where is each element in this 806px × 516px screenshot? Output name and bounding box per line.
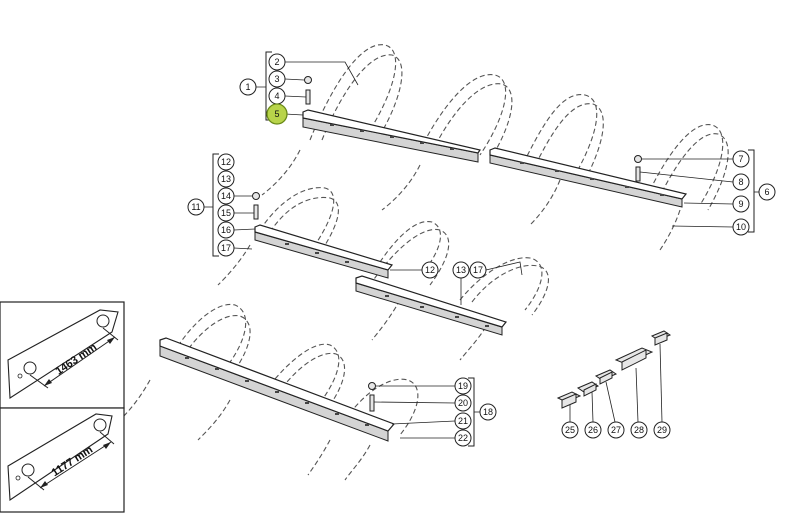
callout-15[interactable]: 15 [217, 204, 235, 222]
part-25 [556, 391, 582, 409]
nut-bolt-middle-left [252, 192, 260, 220]
callout-12[interactable]: 12 [217, 153, 235, 171]
callout-5-highlighted[interactable]: 5 [266, 103, 288, 125]
callout-16[interactable]: 16 [217, 221, 235, 239]
callout-27[interactable]: 27 [607, 421, 625, 439]
callout-17[interactable]: 17 [217, 239, 235, 257]
part-29 [650, 330, 672, 346]
svg-text:27: 27 [611, 425, 621, 435]
tine-bar-top-right [489, 147, 688, 208]
svg-text:14: 14 [221, 191, 231, 201]
svg-text:19: 19 [458, 381, 468, 391]
svg-text:17: 17 [221, 243, 231, 253]
tine-bar-middle-left [254, 224, 394, 279]
callout-13[interactable]: 13 [217, 170, 235, 188]
callout-7[interactable]: 7 [732, 150, 750, 168]
svg-text:7: 7 [738, 154, 743, 164]
callout-3[interactable]: 3 [268, 70, 286, 88]
svg-text:8: 8 [738, 177, 743, 187]
svg-text:13: 13 [221, 174, 231, 184]
svg-text:28: 28 [634, 425, 644, 435]
svg-text:12: 12 [221, 157, 231, 167]
callout-29[interactable]: 29 [653, 421, 671, 439]
callout-13-right[interactable]: 13 [452, 261, 470, 279]
nut-bolt-bottom [368, 382, 376, 412]
svg-text:12: 12 [425, 265, 435, 275]
svg-text:20: 20 [458, 398, 468, 408]
dimension-panel-short: 1177 mm [0, 407, 125, 513]
part-26 [576, 381, 600, 397]
svg-text:1: 1 [245, 82, 250, 92]
callout-14[interactable]: 14 [217, 187, 235, 205]
callout-8[interactable]: 8 [732, 173, 750, 191]
spring-tines [119, 44, 729, 481]
callout-25[interactable]: 25 [561, 421, 579, 439]
callout-21[interactable]: 21 [454, 412, 472, 430]
svg-text:18: 18 [483, 407, 493, 417]
part-27 [594, 369, 618, 385]
svg-text:6: 6 [764, 187, 769, 197]
dimension-panel-long: 1463 mm [0, 301, 125, 409]
callout-6[interactable]: 6 [758, 183, 776, 201]
tine-bar-middle-right [355, 275, 508, 336]
tine-bar-top-left [302, 109, 481, 163]
callout-2[interactable]: 2 [268, 53, 286, 71]
part-28 [614, 347, 654, 371]
svg-text:9: 9 [738, 199, 743, 209]
svg-text:11: 11 [191, 202, 200, 212]
callout-4[interactable]: 4 [268, 87, 286, 105]
svg-text:10: 10 [736, 222, 746, 232]
callout-19[interactable]: 19 [454, 377, 472, 395]
callout-10[interactable]: 10 [732, 218, 750, 236]
nut-bolt-top-left [304, 76, 312, 105]
callout-11[interactable]: 11 [187, 198, 205, 216]
svg-text:22: 22 [458, 433, 468, 443]
nut-bolt-top-right [634, 155, 642, 182]
callout-12-right[interactable]: 12 [421, 261, 439, 279]
tine-bar-bottom [159, 337, 396, 442]
svg-text:3: 3 [274, 74, 279, 84]
svg-text:26: 26 [588, 425, 598, 435]
leader-lines [204, 51, 760, 447]
svg-text:29: 29 [657, 425, 667, 435]
svg-text:13: 13 [456, 265, 466, 275]
svg-text:25: 25 [565, 425, 575, 435]
svg-text:5: 5 [274, 109, 279, 119]
callout-26[interactable]: 26 [584, 421, 602, 439]
callout-28[interactable]: 28 [630, 421, 648, 439]
svg-text:17: 17 [473, 265, 483, 275]
svg-text:2: 2 [274, 57, 279, 67]
callout-20[interactable]: 20 [454, 394, 472, 412]
svg-text:16: 16 [221, 225, 231, 235]
svg-text:21: 21 [458, 416, 468, 426]
svg-text:15: 15 [221, 208, 231, 218]
callout-22[interactable]: 22 [454, 429, 472, 447]
callout-9[interactable]: 9 [732, 195, 750, 213]
svg-text:4: 4 [274, 91, 279, 101]
callout-18[interactable]: 18 [479, 403, 497, 421]
callout-1[interactable]: 1 [239, 78, 257, 96]
callout-17-right[interactable]: 17 [469, 261, 487, 279]
